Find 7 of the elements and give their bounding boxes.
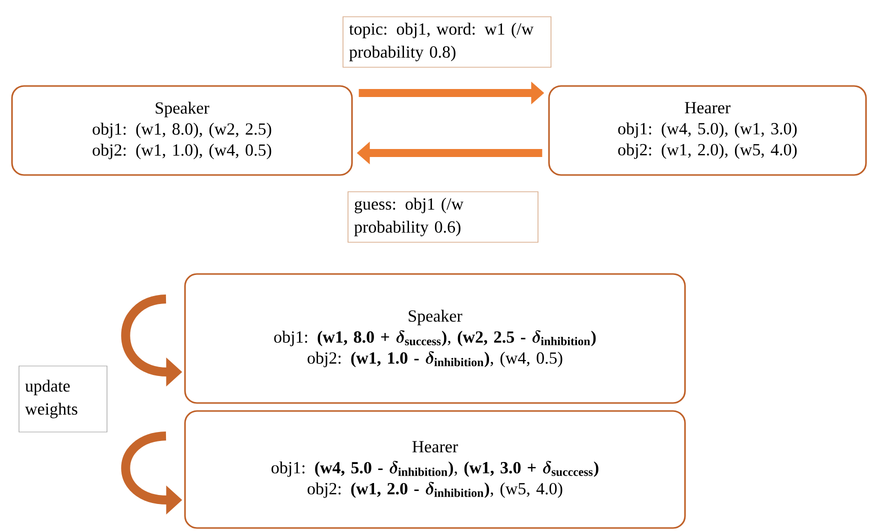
agent-box: Speaker obj1: (w1, 8.0), (w2, 2.5) obj2: (w1, 1.0), (w4, 0.5)	[11, 85, 353, 176]
agent-box: Hearer obj1: (w4, 5.0), (w1, 3.0) obj2: (w1, 2.0), (w5, 4.0)	[548, 85, 867, 176]
edge-label: topic: obj1, word: w1 (/w probability 0.8)	[342, 16, 552, 68]
note-box: update weights	[18, 366, 108, 432]
agent-box: Hearer $\text{obj1: }\textbf{(w4, 5.0 - }\boldsymbol{\delta}_{\textbf{inhibition}}\textbf{)}\text{, }\textbf{(w1, 3.0 + }\boldsymbol{\delta}_{\textbf{succcess}}\textbf{)}$ $\text{obj2: }\textbf{(w1, 2.0 - }\boldsymbol{\delta}_{\textbf{inhibition}}\textbf{)}\text{, (w5, 4.0)}$	[184, 410, 686, 529]
agent-box: Speaker $\text{obj1: }\textbf{(w1, 8.0 + }\boldsymbol{\delta}_{\textbf{success}}\textbf{)}\text{, }\textbf{(w2, 2.5 - }\boldsymbol{\delta}_{\textbf{inhibition}}\textbf{)}$ $\text{obj2: }\textbf{(w1, 1.0 - }\boldsymbol{\delta}_{\textbf{inhibition}}\textbf{)}\text{, (w4, 0.5)}$	[184, 273, 686, 404]
edge-label: guess: obj1 (/w probability 0.6)	[348, 191, 538, 243]
